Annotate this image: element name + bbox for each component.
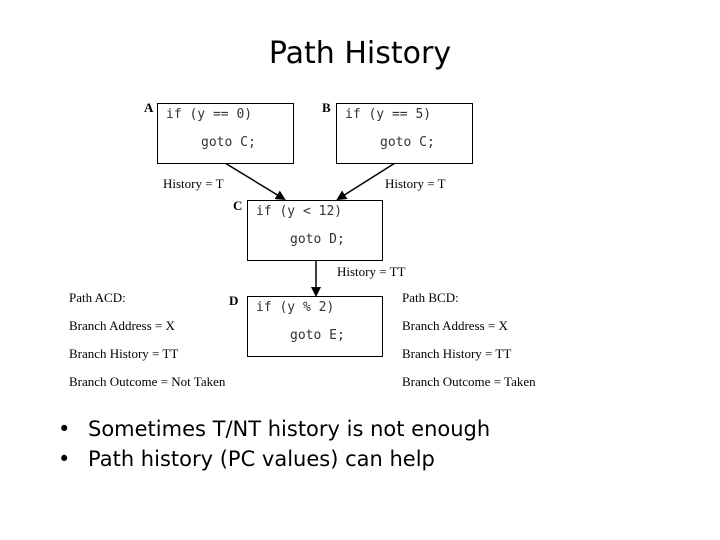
path-bcd-heading: Path BCD: bbox=[402, 290, 459, 305]
code-box-a: if (y == 0) goto C; bbox=[157, 103, 294, 164]
code-box-c: if (y < 12) goto D; bbox=[247, 200, 383, 261]
code-c-line1: if (y < 12) bbox=[256, 204, 343, 219]
bullet-text: Sometimes T/NT history is not enough bbox=[88, 417, 491, 441]
edge-label-b-to-c: History = T bbox=[385, 176, 446, 191]
node-b-label: B bbox=[322, 100, 331, 115]
bullet-text: Path history (PC values) can help bbox=[88, 447, 435, 471]
path-acd-address: Branch Address = X bbox=[69, 318, 175, 333]
arrow-a-to-c bbox=[224, 162, 286, 201]
path-acd-heading: Path ACD: bbox=[69, 290, 126, 305]
arrow-b-to-c bbox=[336, 162, 396, 201]
path-acd-history: Branch History = TT bbox=[69, 346, 179, 361]
edge-label-c-to-d: History = TT bbox=[337, 264, 406, 279]
bullet-dot: • bbox=[58, 417, 71, 441]
code-b-line1: if (y == 5) bbox=[345, 107, 432, 122]
code-a-line1: if (y == 0) bbox=[166, 107, 253, 122]
bullet-dot: • bbox=[58, 447, 71, 471]
code-box-b: if (y == 5) goto C; bbox=[336, 103, 473, 164]
path-bcd-address: Branch Address = X bbox=[402, 318, 508, 333]
code-d-line2: goto E; bbox=[290, 328, 345, 343]
code-box-d: if (y % 2) goto E; bbox=[247, 296, 383, 357]
path-acd-outcome: Branch Outcome = Not Taken bbox=[69, 374, 226, 389]
code-b-line2: goto C; bbox=[380, 135, 435, 150]
bullet-item: • Sometimes T/NT history is not enough bbox=[58, 414, 490, 444]
node-a-label: A bbox=[144, 100, 154, 115]
edge-label-a-to-c: History = T bbox=[163, 176, 224, 191]
bullet-list: • Sometimes T/NT history is not enough • P… bbox=[58, 414, 490, 474]
code-c-line2: goto D; bbox=[290, 232, 345, 247]
node-d-label: D bbox=[229, 293, 239, 308]
slide-title: Path History bbox=[268, 36, 452, 71]
bullet-item: • Path history (PC values) can help bbox=[58, 444, 490, 474]
path-bcd-outcome: Branch Outcome = Taken bbox=[402, 374, 536, 389]
path-bcd-history: Branch History = TT bbox=[402, 346, 512, 361]
code-d-line1: if (y % 2) bbox=[256, 300, 335, 315]
node-c-label: C bbox=[233, 198, 243, 213]
code-a-line2: goto C; bbox=[201, 135, 256, 150]
